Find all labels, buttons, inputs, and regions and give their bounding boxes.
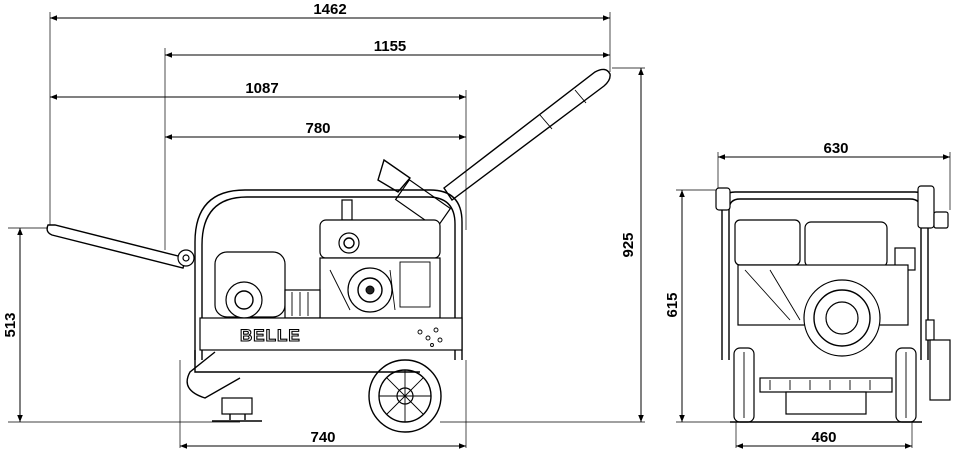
side-view-dimensions: 1462 1155 1087 780 740 925 513 bbox=[2, 1, 645, 449]
brand-logo-side: BELLE bbox=[240, 326, 301, 345]
dim-780: 780 bbox=[305, 120, 330, 137]
dim-1155: 1155 bbox=[374, 38, 407, 55]
front-view-machine bbox=[715, 185, 951, 423]
dim-513: 513 bbox=[2, 312, 19, 337]
dim-925: 925 bbox=[620, 232, 637, 257]
dim-1087: 1087 bbox=[245, 80, 278, 97]
dim-1462: 1462 bbox=[313, 1, 346, 18]
dim-615: 615 bbox=[664, 292, 681, 317]
dim-630: 630 bbox=[823, 140, 848, 157]
side-view-machine: BELLE bbox=[46, 68, 611, 433]
dim-740: 740 bbox=[310, 429, 335, 446]
front-view-dimensions: 630 615 460 bbox=[664, 140, 951, 449]
dim-460: 460 bbox=[811, 429, 836, 446]
